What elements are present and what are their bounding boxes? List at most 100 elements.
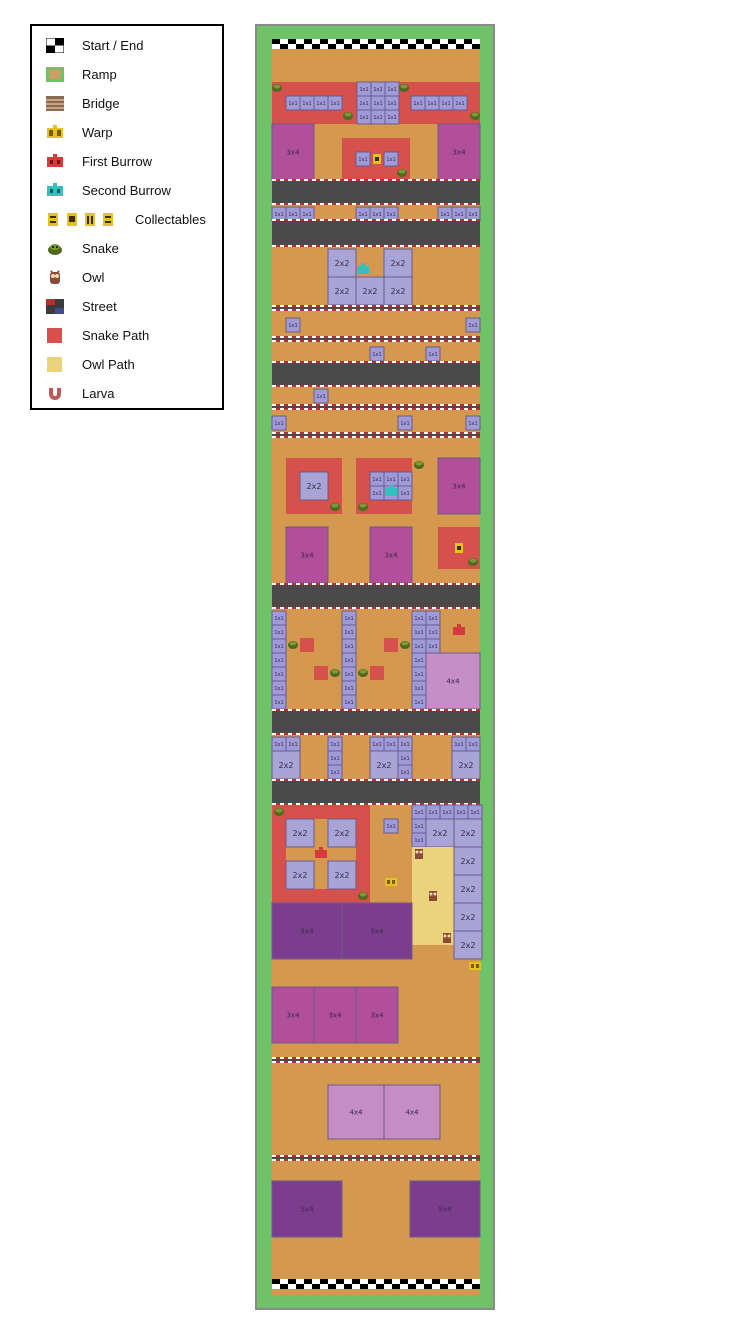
checker-cell xyxy=(384,44,392,49)
street-stripe xyxy=(476,803,480,805)
street-stripe xyxy=(272,1057,276,1059)
street-stripe xyxy=(444,779,448,781)
street-stripe xyxy=(432,305,436,307)
street-stripe xyxy=(424,1061,428,1063)
street-stripe xyxy=(436,1061,440,1063)
street-stripe xyxy=(476,245,480,247)
street-stripe xyxy=(304,203,308,205)
street-stripe xyxy=(380,408,384,410)
street-stripe xyxy=(288,408,292,410)
block-1x1 xyxy=(383,151,399,167)
street-stripe xyxy=(304,607,308,609)
street-stripe xyxy=(324,309,328,311)
street-stripe xyxy=(332,1057,336,1059)
street-stripe xyxy=(344,436,348,438)
street-stripe xyxy=(400,179,404,181)
collectables-icon xyxy=(48,213,113,226)
street-stripe xyxy=(460,404,464,406)
street-stripe xyxy=(464,779,468,781)
street-stripe xyxy=(392,733,396,735)
street-stripe xyxy=(452,1159,456,1161)
snake-path xyxy=(384,638,398,652)
street-stripe xyxy=(320,385,324,387)
street-stripe xyxy=(392,361,396,363)
street-stripe xyxy=(360,361,364,363)
street-stripe xyxy=(368,1155,372,1157)
street-stripe xyxy=(472,219,476,221)
street-stripe xyxy=(380,404,384,406)
block-3x4-label: 3x4 xyxy=(328,1012,342,1020)
street-stripe xyxy=(432,309,436,311)
street-stripe xyxy=(276,733,280,735)
street-stripe xyxy=(280,203,284,205)
block-2x2-label: 2x2 xyxy=(461,913,476,922)
street-stripe xyxy=(328,803,332,805)
street-stripe xyxy=(356,404,360,406)
street-stripe xyxy=(352,179,356,181)
block-3x4-label: 3x4 xyxy=(286,1012,300,1020)
street-stripe xyxy=(348,733,352,735)
street-stripe xyxy=(304,1155,308,1157)
street-stripe xyxy=(344,733,348,735)
street-stripe xyxy=(340,385,344,387)
street-stripe xyxy=(460,1057,464,1059)
street-stripe xyxy=(364,309,368,311)
street-stripe xyxy=(356,1159,360,1161)
street-stripe xyxy=(424,709,428,711)
street-stripe xyxy=(428,803,432,805)
street-stripe xyxy=(452,305,456,307)
street-stripe xyxy=(456,203,460,205)
street-stripe xyxy=(392,179,396,181)
street-stripe xyxy=(408,385,412,387)
legend-item: Collectables xyxy=(32,210,222,230)
block-1x1-label: 1x1 xyxy=(468,742,477,748)
street-stripe xyxy=(468,709,472,711)
street-stripe xyxy=(456,340,460,342)
street-stripe xyxy=(392,1159,396,1161)
block-1x1-label: 1x1 xyxy=(414,686,423,692)
street-stripe xyxy=(308,436,312,438)
street-stripe xyxy=(452,408,456,410)
street-stripe xyxy=(460,203,464,205)
street-stripe xyxy=(312,583,316,585)
street-stripe xyxy=(364,245,368,247)
checker-cell xyxy=(408,1284,416,1289)
street-stripe xyxy=(376,779,380,781)
street-stripe xyxy=(452,1155,456,1157)
street-stripe xyxy=(476,733,480,735)
street-stripe xyxy=(408,309,412,311)
street-stripe xyxy=(300,709,304,711)
street-stripe xyxy=(408,245,412,247)
street-stripe xyxy=(340,305,344,307)
street-stripe xyxy=(464,245,468,247)
street-stripe xyxy=(440,245,444,247)
street-stripe xyxy=(360,1159,364,1161)
legend-item: Ramp xyxy=(32,65,222,85)
street-stripe xyxy=(456,361,460,363)
block-3x4 xyxy=(369,526,413,584)
street-stripe xyxy=(364,361,368,363)
collectable-icon xyxy=(375,157,379,161)
street-stripe xyxy=(432,709,436,711)
street-stripe xyxy=(472,179,476,181)
street-stripe xyxy=(384,219,388,221)
street-stripe xyxy=(324,1159,328,1161)
street-stripe xyxy=(460,803,464,805)
street-stripe xyxy=(412,779,416,781)
street-stripe xyxy=(448,408,452,410)
street xyxy=(272,709,480,735)
checker-cell xyxy=(472,44,480,49)
street-stripe xyxy=(476,779,480,781)
street-stripe xyxy=(320,245,324,247)
checker-cell xyxy=(392,44,400,49)
street-stripe xyxy=(304,436,308,438)
block-1x1-label: 1x1 xyxy=(344,700,353,706)
street-stripe xyxy=(388,385,392,387)
street-stripe xyxy=(348,245,352,247)
street-stripe xyxy=(320,733,324,735)
street-stripe xyxy=(424,305,428,307)
owl-icon xyxy=(419,850,423,854)
street-stripe xyxy=(288,1155,292,1157)
checker-cell xyxy=(400,1284,408,1289)
street-stripe xyxy=(328,404,332,406)
